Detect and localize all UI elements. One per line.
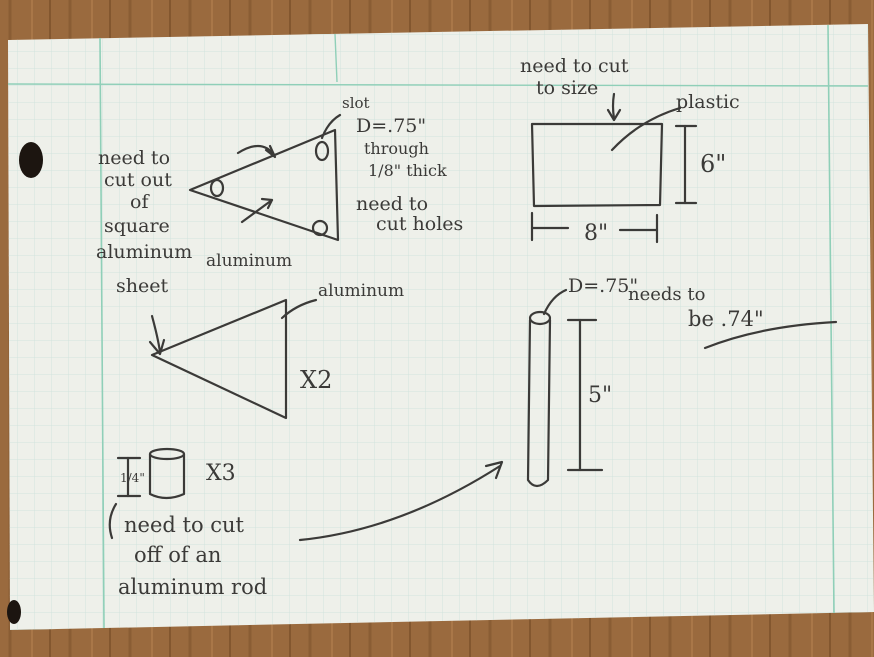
arrow — [610, 106, 682, 152]
note-x2: X2 — [300, 366, 332, 394]
note-off-of-an: off of an — [134, 543, 221, 567]
arrow — [542, 288, 568, 316]
pencil-sketches — [108, 92, 838, 542]
note-of: of — [130, 191, 150, 213]
slot-shape — [314, 140, 330, 162]
aluminum-rod — [526, 318, 552, 488]
bracket — [108, 502, 118, 540]
punch-hole — [7, 600, 21, 624]
note-slot: slot — [342, 94, 370, 112]
underline — [703, 320, 838, 350]
arrow — [280, 298, 318, 320]
note-be-74: be .74" — [688, 307, 764, 331]
note-through: through — [364, 139, 429, 158]
note-aluminum: aluminum — [96, 241, 192, 263]
note-width-8: 8" — [584, 221, 608, 246]
plastic-rectangle — [530, 122, 664, 208]
note-cut-out: cut out — [104, 169, 172, 191]
hole — [209, 178, 225, 198]
arrow — [298, 464, 502, 542]
note-to-size: to size — [536, 77, 598, 99]
note-height-6: 6" — [700, 150, 726, 178]
note-thickness: 1/8" thick — [368, 161, 447, 180]
punch-hole — [19, 142, 43, 178]
hole — [311, 219, 329, 237]
note-need-to-cut-off: need to cut — [124, 513, 245, 537]
handwriting: need to cut out of square aluminum sheet… — [96, 55, 764, 599]
note-need-to-cut: need to cut — [520, 55, 629, 77]
triangle-bracket-top — [188, 128, 340, 242]
note-diameter-top: D=.75" — [356, 115, 426, 137]
note-sheet: sheet — [116, 275, 168, 297]
note-aluminum-top: aluminum — [206, 251, 292, 271]
arrow — [150, 314, 162, 354]
note-aluminum-rod: aluminum rod — [118, 575, 267, 599]
note-aluminum-bottom: aluminum — [318, 281, 404, 301]
triangle-bracket-bottom — [150, 298, 288, 420]
note-plastic: plastic — [676, 91, 740, 113]
note-quarter-inch: 1/4" — [120, 471, 145, 485]
note-cut-holes: cut holes — [376, 213, 463, 235]
note-needs-to: needs to — [628, 284, 705, 305]
note-length-5: 5" — [588, 383, 612, 408]
note-diameter-rod: D=.75" — [568, 275, 638, 297]
arrow — [611, 92, 616, 120]
note-need-to: need to — [98, 147, 170, 169]
arrow — [320, 113, 342, 140]
spacer-cylinder — [148, 452, 186, 500]
note-need-to-holes: need to — [356, 193, 428, 215]
note-square: square — [104, 215, 170, 237]
note-x3: X3 — [206, 461, 236, 486]
arrow — [240, 198, 274, 224]
